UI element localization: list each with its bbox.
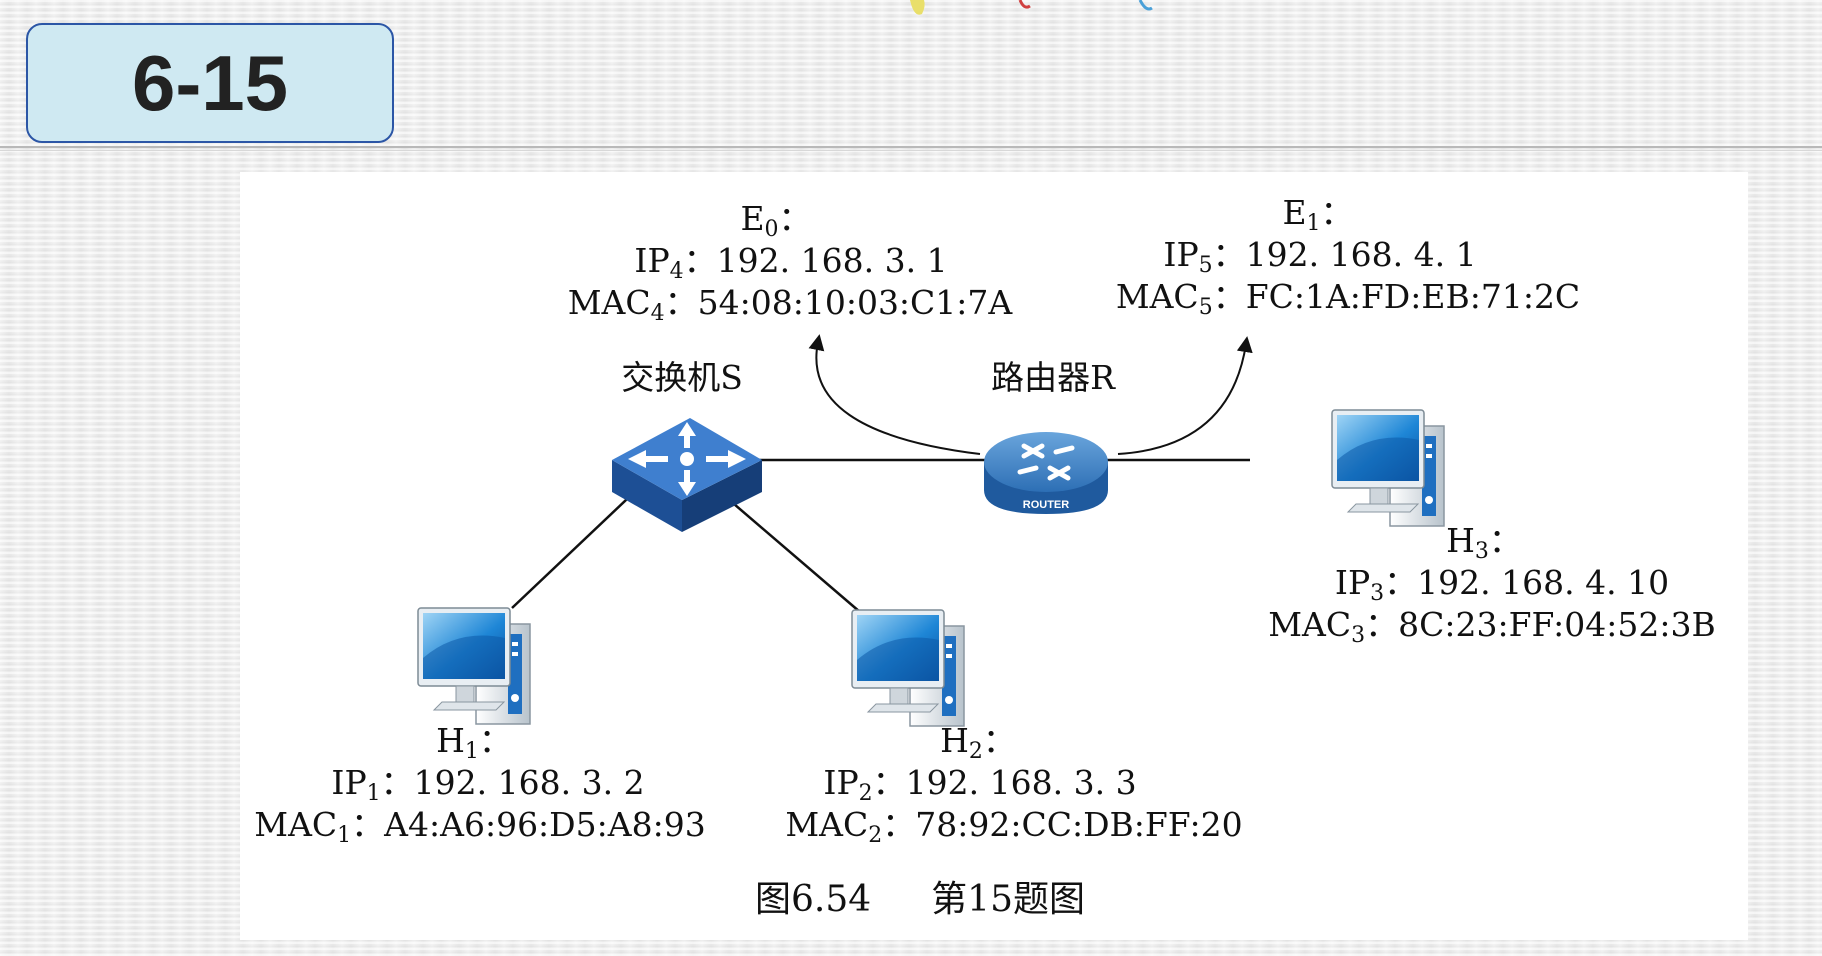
arrow-e1 bbox=[1117, 336, 1253, 455]
e1-name: E1： bbox=[1282, 193, 1354, 236]
switch-label: 交换机S bbox=[621, 358, 743, 397]
switch-icon bbox=[612, 418, 762, 532]
computer-icon-h2 bbox=[851, 609, 965, 727]
link-switch-h1 bbox=[511, 481, 646, 609]
router-icon-text: ROUTER bbox=[1023, 499, 1070, 511]
h2-ip: IP2：192. 168. 3. 3 bbox=[823, 763, 1137, 806]
e0-mac: MAC4：54:08:10:03:C1:7A bbox=[567, 283, 1013, 326]
computer-icon-h1 bbox=[417, 607, 531, 725]
h3-name: H3： bbox=[1446, 521, 1522, 564]
arrow-e0 bbox=[808, 334, 981, 455]
header-divider bbox=[0, 146, 1822, 148]
router-icon: ROUTER bbox=[984, 432, 1108, 514]
figure-caption-text: 第15题图 bbox=[931, 879, 1085, 920]
e0-ip: IP4：192. 168. 3. 1 bbox=[634, 241, 948, 284]
slide-title: 6-15 bbox=[131, 38, 289, 127]
h2-name: H2： bbox=[940, 721, 1016, 764]
h1-ip: IP1：192. 168. 3. 2 bbox=[331, 763, 645, 806]
router-label: 路由器R bbox=[991, 358, 1115, 397]
figure-caption: 图6.54 第15题图 bbox=[755, 882, 1085, 918]
figure-caption-number: 图6.54 bbox=[755, 879, 872, 920]
h3-mac: MAC3：8C:23:FF:04:52:3B bbox=[1268, 605, 1716, 648]
header-divider-light bbox=[0, 150, 1822, 151]
h1-name: H1： bbox=[436, 721, 512, 764]
h2-mac: MAC2：78:92:CC:DB:FF:20 bbox=[785, 805, 1243, 848]
link-switch-h2 bbox=[719, 491, 861, 613]
slide-title-box: 6-15 bbox=[26, 23, 394, 143]
e1-ip: IP5：192. 168. 4. 1 bbox=[1163, 235, 1477, 278]
h1-mac: MAC1：A4:A6:96:D5:A8:93 bbox=[254, 805, 706, 848]
computer-icon-h3 bbox=[1331, 409, 1445, 527]
figure-panel: ROUTER 交换机S 路由器R E0： IP4：192. 168. 3. 1 … bbox=[240, 172, 1748, 940]
h3-ip: IP3：192. 168. 4. 10 bbox=[1334, 563, 1670, 606]
e1-mac: MAC5：FC:1A:FD:EB:71:2C bbox=[1115, 277, 1581, 320]
decorative-art bbox=[900, 0, 1180, 22]
e0-name: E0： bbox=[740, 199, 812, 242]
network-diagram: ROUTER bbox=[417, 334, 1445, 727]
